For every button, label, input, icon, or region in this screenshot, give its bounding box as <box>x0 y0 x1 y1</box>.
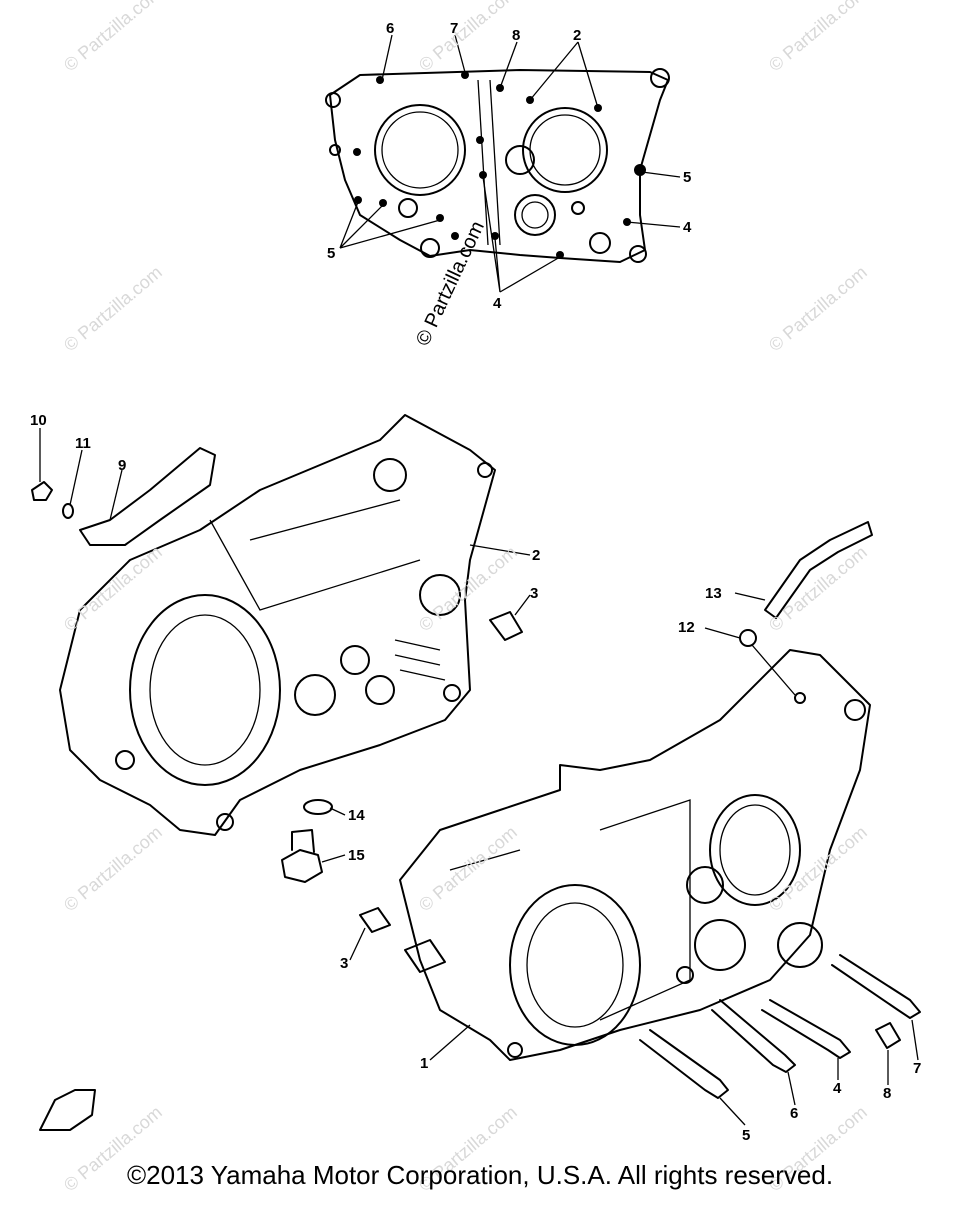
callout-7-top: 7 <box>450 20 458 37</box>
part-8-collar <box>875 1022 901 1049</box>
callout-14: 14 <box>348 807 365 824</box>
direction-indicator-icon <box>39 1089 96 1131</box>
part-5-bolt <box>639 1029 729 1099</box>
callout-6: 6 <box>790 1105 798 1122</box>
callout-13: 13 <box>705 585 722 602</box>
left-crankcase <box>31 414 531 883</box>
part-4-bolt <box>761 999 851 1059</box>
callout-5-top-left: 5 <box>327 245 335 262</box>
callout-3-upper: 3 <box>530 585 538 602</box>
callout-7: 7 <box>913 1060 921 1077</box>
main-callouts: 10 11 9 2 3 13 12 14 15 3 1 5 6 4 8 7 <box>30 412 921 1144</box>
callout-10: 10 <box>30 412 47 429</box>
part-7-bolt <box>831 954 921 1019</box>
callout-4-top-right: 4 <box>683 219 692 236</box>
callout-2: 2 <box>532 547 540 564</box>
callout-1: 1 <box>420 1055 428 1072</box>
callout-11: 11 <box>75 435 91 452</box>
part-14-washer <box>303 799 333 815</box>
callout-5: 5 <box>742 1127 750 1144</box>
right-crankcase <box>349 521 921 1126</box>
part-11-washer <box>62 503 74 519</box>
callout-8: 8 <box>883 1085 891 1102</box>
callout-4-top-bottom: 4 <box>493 295 502 312</box>
part-3-dowel-lower <box>359 907 391 933</box>
part-15-plug <box>281 849 323 883</box>
callout-15: 15 <box>348 847 365 864</box>
part-3-dowel <box>489 611 523 641</box>
part-13-hose <box>764 521 873 619</box>
callout-8-top: 8 <box>512 27 520 44</box>
top-callouts: 6 7 8 2 5 4 5 4 <box>327 20 692 312</box>
callout-12: 12 <box>678 619 695 636</box>
copyright-notice: ©2013 Yamaha Motor Corporation, U.S.A. A… <box>126 1160 834 1190</box>
callout-9: 9 <box>118 457 126 474</box>
part-12-fitting <box>739 629 757 647</box>
callout-3-lower: 3 <box>340 955 348 972</box>
callout-4: 4 <box>833 1080 842 1097</box>
top-crankcase-view <box>325 34 681 293</box>
callout-5-top-right: 5 <box>683 169 691 186</box>
part-10-bolt <box>31 481 53 501</box>
callout-2-top: 2 <box>573 27 581 44</box>
part-9-bracket <box>79 447 216 546</box>
callout-6-top: 6 <box>386 20 394 37</box>
part-6-bolt <box>711 999 796 1073</box>
